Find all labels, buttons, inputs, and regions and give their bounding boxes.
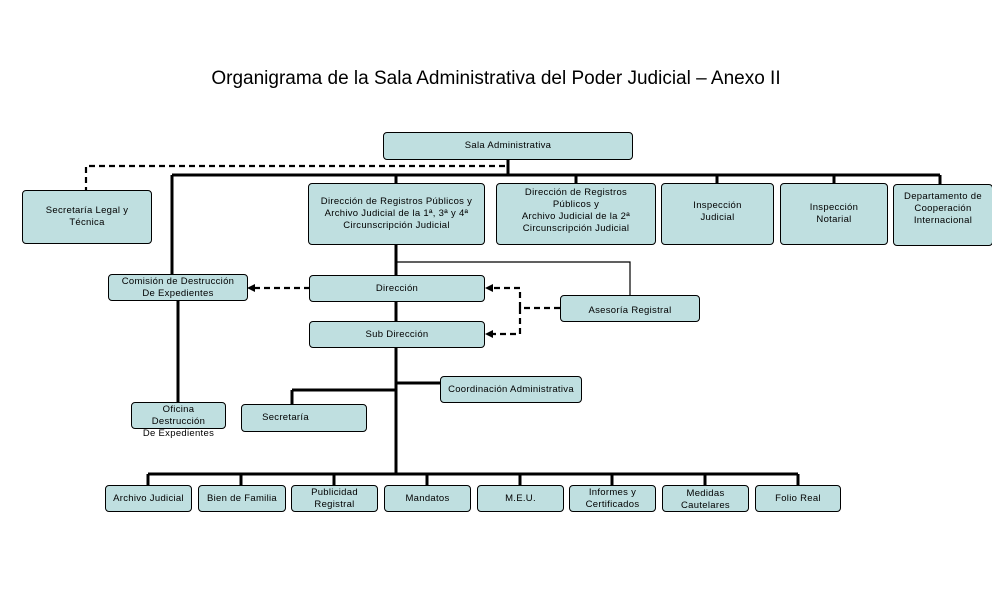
node-inspeccion-notarial[interactable]: Inspección Notarial [780, 183, 888, 245]
node-medidas-cautelares[interactable]: Medidas Cautelares [662, 485, 749, 512]
node-meu[interactable]: M.E.U. [477, 485, 564, 512]
node-direccion[interactable]: Dirección [309, 275, 485, 302]
node-sub-direccion[interactable]: Sub Dirección [309, 321, 485, 348]
node-secretaria[interactable]: Secretaría [241, 404, 367, 432]
node-informes-certificados[interactable]: Informes y Certificados [569, 485, 656, 512]
node-archivo-judicial[interactable]: Archivo Judicial [105, 485, 192, 512]
node-asesoria-registral[interactable]: Asesoría Registral [560, 295, 700, 322]
node-bien-de-familia[interactable]: Bien de Familia [198, 485, 286, 512]
page-title: Organigrama de la Sala Administrativa de… [211, 68, 781, 89]
node-direccion-registros-1-3-4[interactable]: Dirección de Registros Públicos y Archiv… [308, 183, 485, 245]
node-oficina-destruccion[interactable]: Oficina Destrucción De Expedientes [131, 402, 226, 439]
node-direccion-registros-2[interactable]: Dirección de Registros Públicos y Archiv… [496, 183, 656, 245]
node-secretaria-legal-tecnica[interactable]: Secretaría Legal y Técnica [22, 190, 152, 244]
node-folio-real[interactable]: Folio Real [755, 485, 841, 512]
node-departamento-cooperacion[interactable]: Departamento de Cooperación Internaciona… [893, 184, 992, 246]
node-mandatos[interactable]: Mandatos [384, 485, 471, 512]
node-publicidad-registral[interactable]: Publicidad Registral [291, 485, 378, 512]
node-coordinacion-administrativa[interactable]: Coordinación Administrativa [440, 376, 582, 403]
node-comision-destruccion[interactable]: Comisión de Destrucción De Expedientes [108, 274, 248, 301]
node-inspeccion-judicial[interactable]: Inspección Judicial [661, 183, 774, 245]
node-sala-administrativa[interactable]: Sala Administrativa [383, 132, 633, 160]
